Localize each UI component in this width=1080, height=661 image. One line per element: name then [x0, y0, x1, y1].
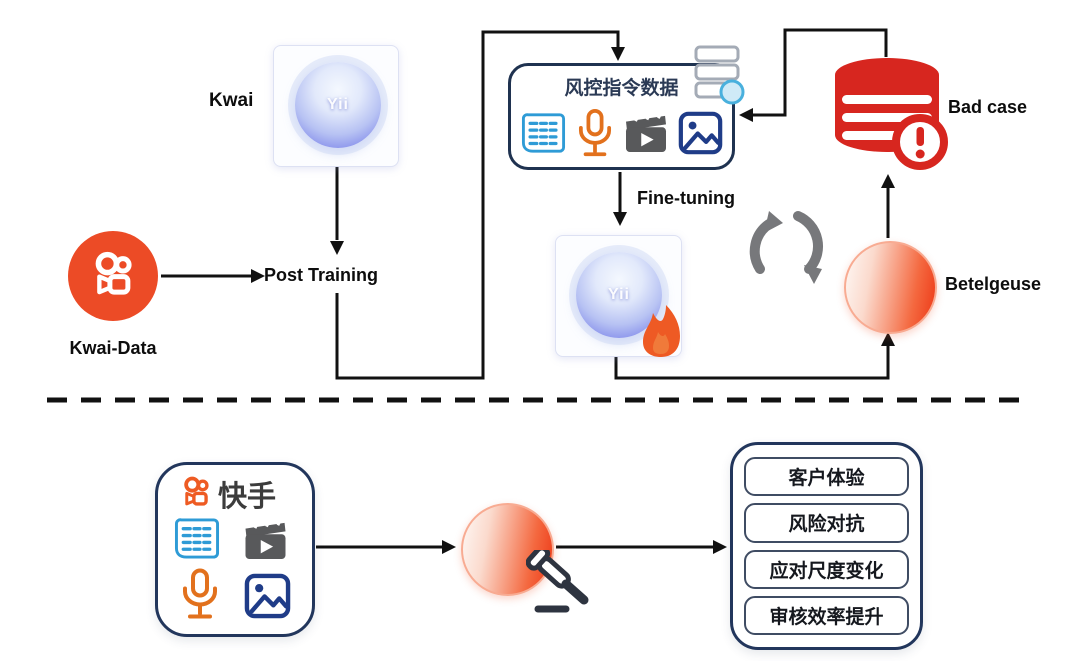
- outcome-risk-adversarial: 风险对抗: [744, 503, 909, 543]
- kwai-camera-icon: [184, 476, 209, 506]
- image-icon: [244, 573, 291, 619]
- yii-model-icon: Yii: [295, 62, 381, 148]
- kuaishou-label: 快手: [218, 481, 277, 513]
- microphone-icon: [578, 108, 612, 156]
- outcome-customer-experience: 客户体验: [744, 457, 909, 497]
- loop-arrows-icon: [749, 211, 823, 284]
- risk-instruction-data-box: 风控指令数据: [508, 63, 735, 170]
- betelgeuse-node: [844, 241, 937, 334]
- yii-model-icon: Yii: [576, 252, 662, 338]
- kwai-camera-icon: [95, 251, 132, 295]
- model-name: Yii: [608, 286, 630, 303]
- table-icon: [174, 518, 220, 559]
- outcome-policy-scale-change: 应对尺度变化: [744, 549, 909, 589]
- gavel-icon: [526, 550, 589, 613]
- kwai-data-node: [68, 231, 158, 321]
- bad-case-label: Bad case: [948, 97, 1028, 117]
- kuaishou-data-box: 快手: [155, 462, 315, 637]
- modality-icons-row: [511, 107, 732, 159]
- table-icon: [521, 113, 566, 153]
- tuned-model-node: Yii: [555, 235, 682, 357]
- fine-tuning-label: Fine-tuning: [637, 188, 735, 208]
- betelgeuse-label: Betelgeuse: [945, 274, 1042, 294]
- image-icon: [678, 111, 723, 155]
- fire-icon: [643, 305, 680, 357]
- server-search-icon: [694, 45, 745, 105]
- microphone-icon: [183, 568, 217, 619]
- database-alert-icon: [835, 58, 948, 170]
- post-training-label: Post Training: [264, 265, 379, 285]
- kwai-model-label: Kwai: [209, 90, 254, 111]
- video-clapper-icon: [245, 520, 286, 560]
- kwai-data-label: Kwai-Data: [69, 338, 157, 358]
- outcomes-box: 客户体验 风险对抗 应对尺度变化 审核效率提升: [730, 442, 923, 650]
- model-name: Yii: [327, 96, 349, 113]
- betelgeuse-judge-node: [461, 503, 554, 596]
- outcome-review-efficiency: 审核效率提升: [744, 595, 909, 635]
- risk-box-title: 风控指令数据: [564, 78, 679, 99]
- video-clapper-icon: [626, 113, 666, 153]
- kwai-model-node: Yii: [273, 45, 399, 167]
